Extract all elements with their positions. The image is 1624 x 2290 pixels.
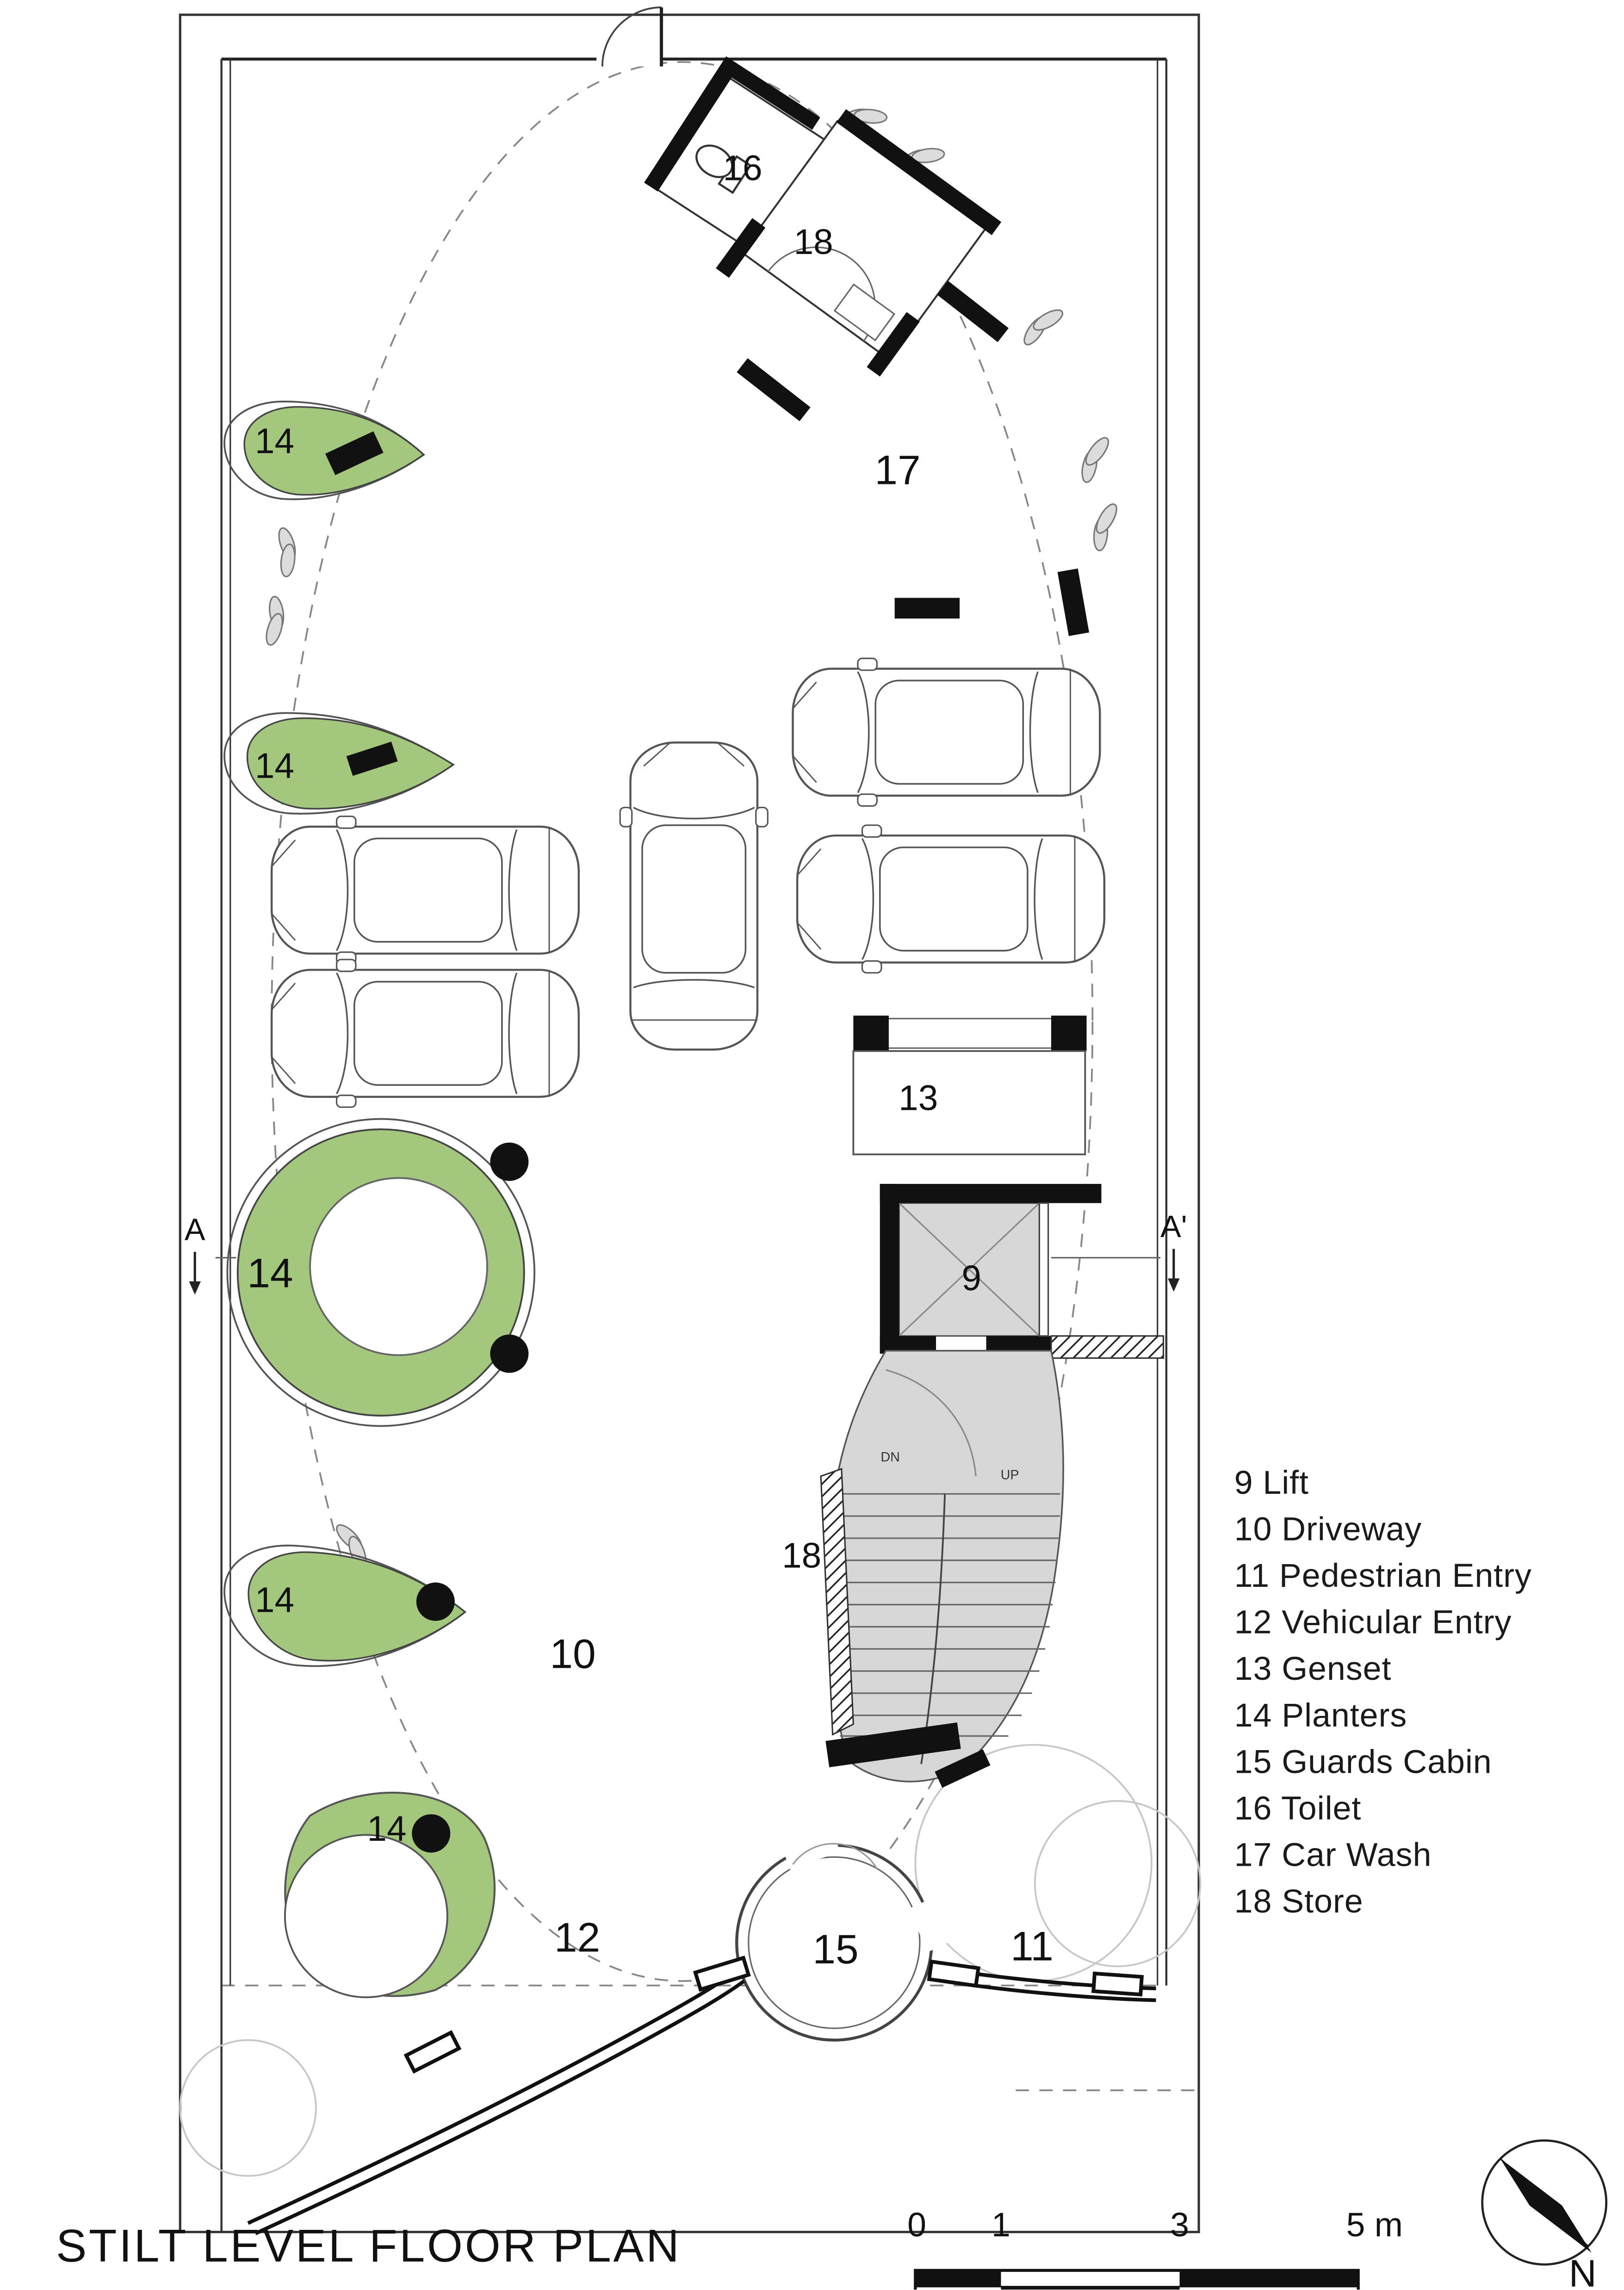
scale-bar: 0 1 3 5 m <box>907 2206 1403 2290</box>
label-store-stair: 18 <box>782 1536 821 1576</box>
label-driveway: 10 <box>550 1631 595 1677</box>
section-marker-right <box>1051 1249 1180 1292</box>
parked-car-5 <box>797 825 1104 973</box>
label-vehicular-entry: 12 <box>554 1914 600 1960</box>
planter-1 <box>223 401 425 501</box>
north-needle <box>1500 2158 1592 2253</box>
scale-tick-5m: 5 m <box>1346 2206 1403 2244</box>
legend-item-pedestrian-entry: 11 Pedestrian Entry <box>1234 1557 1532 1594</box>
label-pedestrian-entry: 11 <box>1010 1923 1054 1969</box>
boundary-walls <box>220 57 1168 2232</box>
pedestrian-entry-wall <box>927 1959 1156 2002</box>
scale-tick-0: 0 <box>907 2206 926 2244</box>
label-planter-1: 14 <box>255 422 294 461</box>
label-planter-4: 14 <box>255 1580 294 1620</box>
label-stair-up: UP <box>1001 1467 1019 1482</box>
parked-car-4 <box>793 658 1100 806</box>
label-planter-5: 14 <box>367 1809 406 1849</box>
wc-fixture <box>695 144 752 194</box>
north-label: N <box>1569 2252 1597 2290</box>
hatched-wall <box>1050 1335 1165 1359</box>
legend-item-planters: 14 Planters <box>1234 1697 1407 1734</box>
label-stair-dn: DN <box>880 1450 899 1465</box>
section-marker-left <box>189 1251 236 1295</box>
planter-4 <box>223 1544 467 1667</box>
staircase <box>820 1349 1064 1788</box>
vehicular-entry-wall <box>247 1956 751 2235</box>
legend-item-store: 18 Store <box>1234 1883 1364 1920</box>
label-genset: 13 <box>899 1079 938 1118</box>
label-toilet: 16 <box>723 149 762 188</box>
label-planter-2: 14 <box>255 747 294 786</box>
parked-car-3 <box>620 743 768 1050</box>
page-title: STILT LEVEL FLOOR PLAN <box>56 2220 681 2271</box>
legend-item-lift: 9 Lift <box>1234 1464 1309 1501</box>
scale-tick-1: 1 <box>992 2206 1010 2244</box>
hatched-stair-wall <box>820 1467 854 1736</box>
planter-3 <box>226 1118 536 1427</box>
label-planter-3: 14 <box>247 1250 293 1296</box>
store-room <box>716 109 1002 377</box>
legend-item-guards-cabin: 15 Guards Cabin <box>1234 1743 1492 1780</box>
legend-item-driveway: 10 Driveway <box>1234 1511 1422 1548</box>
guards-cabin <box>735 1826 952 2042</box>
parked-car-1 <box>272 817 579 964</box>
parked-car-2 <box>272 959 579 1107</box>
genset <box>852 1015 1087 1156</box>
planter-5 <box>284 1791 496 1999</box>
label-section-a: A <box>185 1212 205 1247</box>
wall-bars <box>737 281 1089 636</box>
planter-2 <box>223 712 455 815</box>
scale-tick-3: 3 <box>1170 2206 1189 2244</box>
compass-rose: N <box>1481 2139 1608 2290</box>
label-car-wash: 17 <box>874 447 920 493</box>
legend-item-genset: 13 Genset <box>1234 1650 1392 1687</box>
legend-item-vehicular-entry: 12 Vehicular Entry <box>1234 1604 1512 1641</box>
legend-item-toilet: 16 Toilet <box>1234 1790 1362 1827</box>
legend-item-car-wash: 17 Car Wash <box>1234 1836 1432 1873</box>
label-section-a-prime: A' <box>1160 1209 1187 1244</box>
corner-landscape-circle <box>179 2039 317 2177</box>
label-guards-cabin: 15 <box>812 1926 858 1972</box>
legend: 9 Lift 10 Driveway 11 Pedestrian Entry 1… <box>1234 1464 1532 1920</box>
label-lift: 9 <box>961 1259 981 1298</box>
plot-boundary-frame <box>179 13 1200 2234</box>
label-store: 18 <box>794 223 833 262</box>
top-entry-door <box>596 6 663 67</box>
property-dashed-lines <box>221 1984 1199 2092</box>
